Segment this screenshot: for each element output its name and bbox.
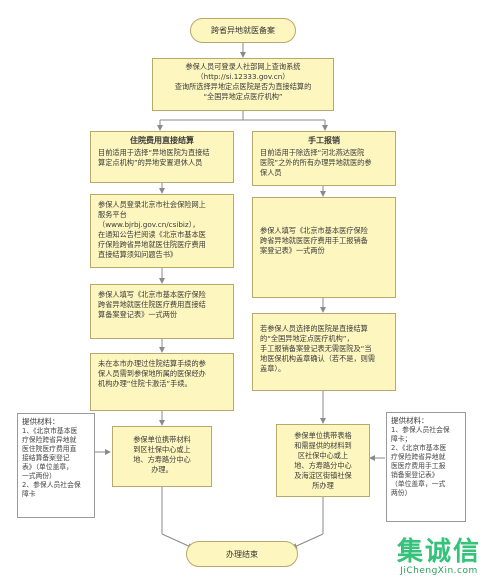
- left-branch-header: 住院费用直接结算: [130, 136, 194, 145]
- right-materials-line-6: 销备案登记表》: [391, 471, 439, 479]
- left-branch-box-5: 参保单位携带材料 到区社保中心或上 地、方寿路分中心 办理。: [112, 426, 212, 487]
- left-box2-line-1: 参保人员登录北京市社会保险网上: [98, 200, 206, 209]
- left-branch-box-3: 参保人填写《北京市基本医疗保险 跨省异地就医住院医疗费用直接结 算备案登记表》一…: [90, 284, 234, 339]
- right-branch-header: 手工报销: [308, 136, 340, 145]
- right-box3-line-4: 地医保机构盖章确认（若不是，则需: [260, 354, 376, 363]
- left-box1-line-1: 目前适用于选择“异地医院为直接结: [98, 148, 210, 157]
- right-branch-box-3: 若参保人员选择的医院是直接结算 的“全国异地定点医疗机构”， 手工报销备案登记表…: [252, 313, 396, 391]
- right-materials-line-3: 2、《北京市基本医: [391, 444, 447, 452]
- right-box4-line-6: 所办理: [312, 481, 334, 490]
- right-box2-line-1: 参保人填写《北京市基本医疗保险: [260, 226, 368, 235]
- right-materials-line-5: 医医疗费用手工报: [391, 462, 446, 470]
- right-box3-line-5: 盖章）。: [260, 364, 286, 373]
- left-materials-line-5: 表》（单位盖章，: [22, 463, 73, 471]
- right-box4-line-5: 及海淀区街镇社保: [294, 471, 352, 480]
- left-box5-line-1: 参保单位携带材料: [133, 435, 191, 444]
- right-materials-line-7: （单位盖章，一式: [391, 480, 446, 488]
- query-box: 参保人员可登录人社部网上查询系统 （http://si.12333.gov.cn…: [152, 58, 334, 111]
- end-node: 办理结束: [186, 541, 298, 567]
- right-box4-line-1: 参保单位携带表格: [294, 431, 352, 440]
- left-materials-line-6: 一式两份）: [22, 472, 56, 480]
- left-box3-line-2: 跨省异地就医住院医疗费用直接结: [98, 300, 206, 309]
- left-materials-line-1: 1、《北京市基本医: [22, 427, 78, 435]
- left-materials-line-3: 医住院医疗费用直: [22, 445, 77, 453]
- left-box2-line-2: 服务平台（www.bjrbj.gov.cn/csibiz），: [98, 210, 200, 229]
- query-line-1: 参保人员可登录人社部网上查询系统: [185, 62, 301, 71]
- right-materials-title: 提供材料：: [391, 416, 429, 425]
- right-box2-line-2: 跨省异地就医医疗费用手工报销备: [260, 236, 368, 245]
- left-box2-line-5: 直接结算须知问题告书》: [98, 250, 178, 259]
- left-box1-line-2: 算定点机构”的异地安置退休人员: [98, 158, 203, 167]
- left-box5-line-4: 办理。: [151, 465, 173, 474]
- right-box3-line-1: 若参保人员选择的医院是直接结算: [260, 324, 368, 333]
- watermark-url: JiChengXin.com: [400, 566, 478, 576]
- watermark-brand: 集诚信: [396, 537, 481, 567]
- left-box2-line-3: 在通知公告栏阅读《北京市基本医: [98, 230, 206, 239]
- title-node: 跨省异地就医备案: [190, 18, 296, 43]
- right-branch-box-4: 参保单位携带表格 和需提供的材料到 区社保中心或上 地、方寿路分中心 及海淀区街…: [276, 424, 370, 497]
- query-line-3: 查询所选择异地定点医院是否为直接结算的: [174, 82, 312, 91]
- right-box1-line-2: 医院”之外的所有办理异地就医的参: [260, 158, 372, 167]
- right-materials-box: 提供材料： 1、参保人员社会保 障卡； 2、《北京市基本医 疗保险跨省异地就 医…: [386, 412, 466, 522]
- left-box4-line-3: 机构办理“住院卡激活”手续。: [98, 379, 192, 388]
- right-materials-line-4: 疗保险跨省异地就: [391, 453, 446, 461]
- title-text: 跨省异地就医备案: [211, 26, 275, 35]
- left-materials-title: 提供材料：: [22, 417, 60, 426]
- right-box3-line-2: 的“全国异地定点医疗机构”，: [260, 334, 354, 343]
- left-box4-line-1: 未在本市办理过住院结算手续的参: [98, 359, 206, 368]
- end-text: 办理结束: [226, 549, 258, 559]
- right-materials-line-2: 障卡；: [391, 435, 412, 443]
- left-materials-line-7: 2、参保人员社会保: [22, 481, 81, 489]
- left-box4-line-2: 保人员需到参保地所属的医保经办: [98, 369, 206, 378]
- right-branch-box-2: 参保人填写《北京市基本医疗保险 跨省异地就医医疗费用手工报销备 案登记表》一式两…: [252, 197, 396, 298]
- right-box3-line-3: 手工报销备案登记表无需医院及“当: [260, 344, 372, 353]
- left-materials-box: 提供材料： 1、《北京市基本医 疗保险跨省异地就 医住院医疗费用直 接结算备案登…: [17, 413, 95, 518]
- query-line-2: （http://si.12333.gov.cn）: [196, 72, 290, 81]
- left-box5-line-2: 到区社保中心或上: [133, 445, 191, 454]
- right-box1-line-3: 保人员: [260, 168, 282, 177]
- right-box4-line-3: 区社保中心或上: [297, 451, 349, 460]
- left-materials-line-4: 接结算备案登记: [22, 454, 70, 462]
- left-branch-box-2: 参保人员登录北京市社会保险网上 服务平台（www.bjrbj.gov.cn/cs…: [90, 194, 234, 268]
- right-box2-line-3: 案登记表》一式两份: [260, 246, 325, 255]
- watermark: 集诚信 JiChengXin.com: [397, 538, 481, 576]
- query-line-4: “全国异地定点医疗机构”: [203, 92, 283, 101]
- right-box4-line-2: 和需提供的材料到: [294, 441, 352, 450]
- right-box4-line-4: 地、方寿路分中心: [294, 461, 352, 470]
- right-box1-line-1: 目前适用于除选择“河北燕达医院: [260, 148, 365, 157]
- left-materials-line-8: 障卡: [22, 490, 36, 498]
- left-box3-line-3: 算备案登记表》一式两份: [98, 310, 178, 319]
- right-materials-line-1: 1、参保人员社会保: [391, 426, 450, 434]
- left-branch-box-4: 未在本市办理过住院结算手续的参 保人员需到参保地所属的医保经办 机构办理“住院卡…: [90, 353, 234, 411]
- left-branch-box-1: 住院费用直接结算 目前适用于选择“异地医院为直接结 算定点机构”的异地安置退休人…: [90, 131, 234, 183]
- right-materials-line-8: 两份）: [391, 489, 412, 497]
- left-box5-line-3: 地、方寿路分中心: [133, 455, 191, 464]
- left-box3-line-1: 参保人填写《北京市基本医疗保险: [98, 290, 206, 299]
- left-box2-line-4: 疗保险跨省异地就医住院医疗费用: [98, 240, 206, 249]
- left-materials-line-2: 疗保险跨省异地就: [22, 436, 77, 444]
- right-branch-box-1: 手工报销 目前适用于除选择“河北燕达医院 医院”之外的所有办理异地就医的参 保人…: [252, 131, 396, 186]
